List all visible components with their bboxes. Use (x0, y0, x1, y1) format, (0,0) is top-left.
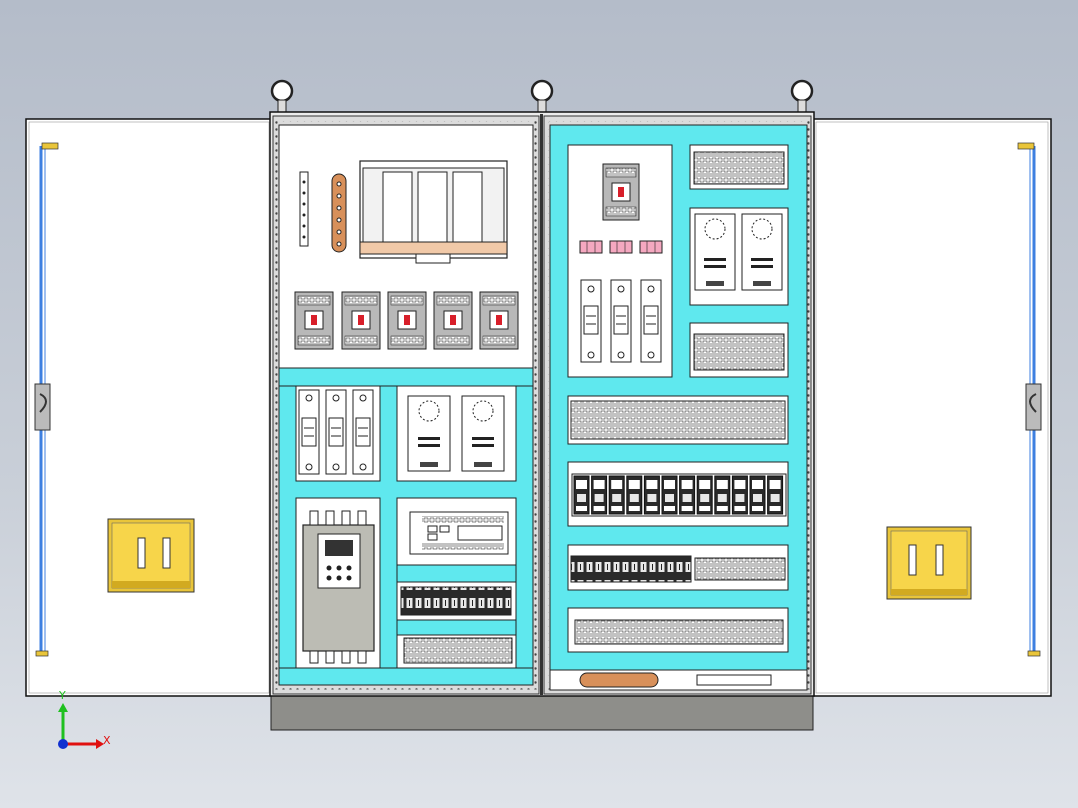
miniature-breaker-row[interactable] (693, 151, 785, 185)
power-supply[interactable] (461, 395, 505, 472)
molded-case-breaker[interactable] (479, 291, 519, 350)
miniature-breaker-row[interactable] (693, 333, 785, 371)
contactor[interactable] (580, 279, 602, 363)
molded-case-breaker[interactable] (433, 291, 473, 350)
relay-module[interactable] (749, 475, 766, 515)
plc-module[interactable] (409, 511, 509, 555)
bottom-busbar (579, 672, 659, 688)
cabinet-plinth (270, 695, 814, 731)
contactor[interactable] (298, 389, 320, 475)
contactor-group-left (298, 389, 374, 475)
power-supply[interactable] (694, 213, 736, 291)
relay-row (571, 473, 787, 517)
terminal-block-strip[interactable] (694, 557, 786, 581)
x-axis-label: X (103, 734, 111, 747)
terminal-block-strip[interactable] (570, 555, 692, 583)
indicator-lamp-group (579, 240, 663, 254)
lifting-eye-icon (790, 79, 814, 114)
contactor[interactable] (640, 279, 662, 363)
lifting-eye-icon (530, 79, 554, 114)
left-door[interactable] (25, 118, 273, 697)
lifting-eye-icon (270, 79, 294, 114)
molded-case-breaker[interactable] (341, 291, 381, 350)
relay-module[interactable] (696, 475, 713, 515)
left-door-handle-icon[interactable] (107, 518, 195, 593)
molded-case-breaker[interactable] (387, 291, 427, 350)
right-door-hinge-bar (1017, 142, 1042, 657)
ground-terminal-bar (299, 171, 309, 247)
terminal-block-strip[interactable] (574, 619, 784, 645)
contactor[interactable] (352, 389, 374, 475)
relay-module[interactable] (591, 475, 608, 515)
right-door-handle-icon[interactable] (886, 526, 972, 600)
relay-module[interactable] (573, 475, 590, 515)
main-isolator-switch[interactable] (359, 160, 508, 264)
copper-busbar (331, 173, 347, 253)
relay-module[interactable] (608, 475, 625, 515)
power-supply[interactable] (741, 213, 783, 291)
relay-module[interactable] (767, 475, 784, 515)
indicator-lamp (609, 240, 633, 254)
terminal-block-strip[interactable] (570, 400, 786, 440)
terminal-block-strip[interactable] (403, 637, 513, 664)
y-axis-label: Y (58, 689, 66, 702)
variable-frequency-drive[interactable] (302, 510, 375, 664)
power-supply-group-right (694, 213, 783, 291)
axis-triad: X Y (58, 689, 111, 749)
power-supply-group-left (407, 395, 505, 472)
contactor[interactable] (610, 279, 632, 363)
power-supply[interactable] (407, 395, 451, 472)
indicator-lamp (579, 240, 603, 254)
indicator-lamp (639, 240, 663, 254)
contactor[interactable] (325, 389, 347, 475)
relay-module[interactable] (731, 475, 748, 515)
ground-terminal-strip (696, 674, 772, 686)
contactor-group-right (580, 279, 662, 363)
relay-module[interactable] (679, 475, 696, 515)
relay-module[interactable] (626, 475, 643, 515)
terminal-block-strip[interactable] (400, 586, 512, 616)
right-door[interactable] (812, 118, 1052, 697)
relay-module[interactable] (661, 475, 678, 515)
relay-module[interactable] (714, 475, 731, 515)
relay-module[interactable] (643, 475, 660, 515)
breaker-row (294, 291, 519, 350)
main-circuit-breaker[interactable] (602, 163, 640, 221)
molded-case-breaker[interactable] (294, 291, 334, 350)
left-door-hinge-bar (34, 142, 59, 657)
